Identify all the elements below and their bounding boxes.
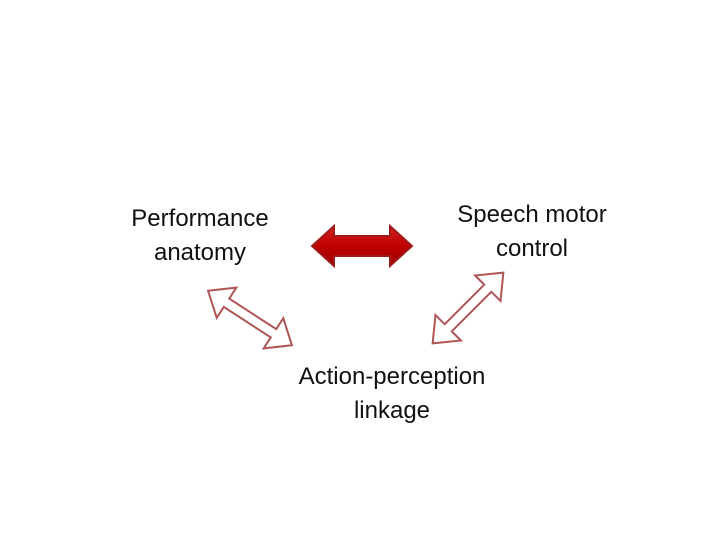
node-speech-motor-control-line2: control bbox=[495, 235, 569, 262]
node-performance-anatomy: Performance anatomy bbox=[100, 202, 300, 270]
arrow-anatomy-motor bbox=[310, 223, 414, 269]
node-performance-anatomy-line2: anatomy bbox=[153, 239, 247, 266]
arrow-anatomy-action bbox=[206, 286, 294, 350]
node-speech-motor-control: Speech motor control bbox=[432, 198, 632, 266]
node-action-perception-linkage-line1: Action-perception bbox=[298, 363, 486, 390]
node-action-perception-linkage-line2: linkage bbox=[353, 397, 431, 424]
arrow-motor-action bbox=[431, 271, 505, 345]
node-action-perception-linkage: Action-perception linkage bbox=[272, 360, 512, 428]
node-speech-motor-control-line1: Speech motor bbox=[457, 201, 607, 228]
node-performance-anatomy-line1: Performance bbox=[131, 205, 269, 232]
